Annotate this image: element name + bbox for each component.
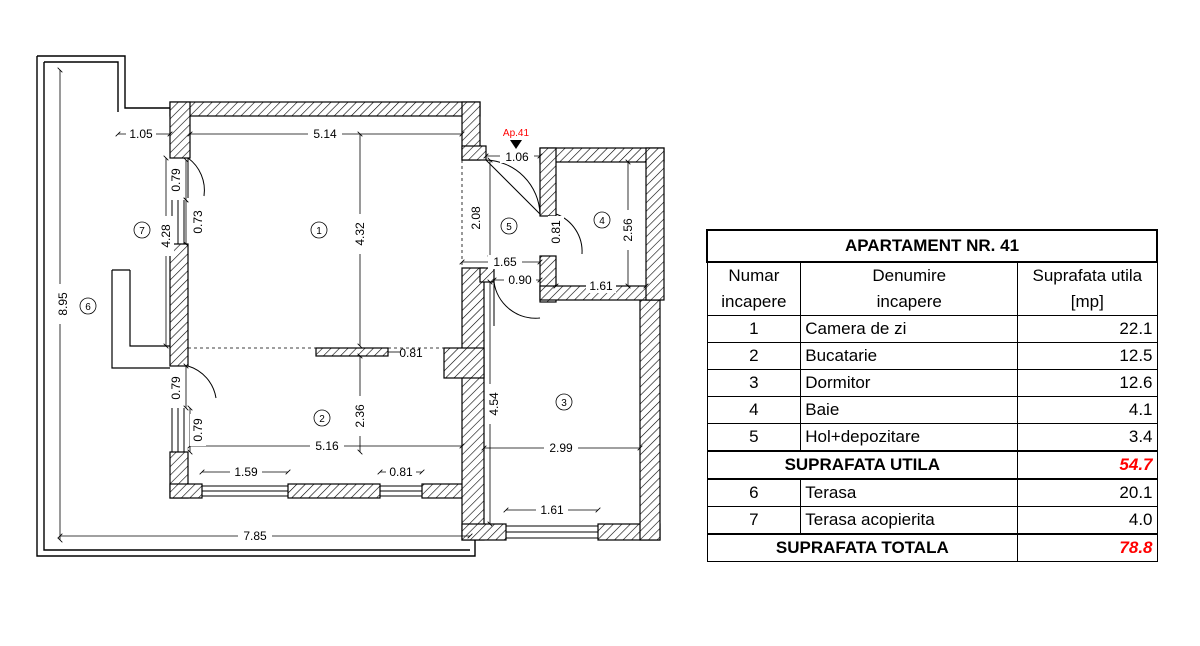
covered-terrace-parapet (111, 269, 170, 369)
dim-entry-width: 1.06 (505, 150, 529, 164)
room-number-cell: 3 (706, 369, 802, 397)
room-number-cell: 5 (706, 423, 802, 452)
dim-bedroom-width: 2.99 (549, 441, 573, 455)
header-room-name-line1: Denumire (872, 266, 947, 285)
room-number-7: 7 (139, 226, 145, 237)
dimension-labels: 8.95 7.85 1.05 4.28 5.14 4.32 Ap.41 1.06… (52, 127, 636, 543)
dim-covered-terrace-height: 4.28 (159, 224, 173, 248)
room-area-cell: 20.1 (1017, 478, 1158, 507)
subtotal-row: SUPRAFATA UTILA 54.7 (706, 450, 1158, 480)
room-marker-2 (313, 409, 331, 427)
room-marker-4 (593, 211, 611, 229)
room-name-cell: Terasa (800, 478, 1019, 507)
windows (171, 200, 598, 539)
table-row: 6 Terasa 20.1 (706, 478, 1158, 507)
floor-plan: 8.95 7.85 1.05 4.28 5.14 4.32 Ap.41 1.06… (36, 55, 665, 557)
room-markers (79, 211, 611, 427)
dim-window-bottom-upper: 0.79 (169, 376, 183, 400)
room-number-3: 3 (561, 398, 567, 409)
dim-kitchen-height: 2.36 (353, 404, 367, 428)
room-marker-5 (500, 217, 518, 235)
subtotal-label: SUPRAFATA UTILA (706, 450, 1019, 480)
dim-bedroom-window: 1.61 (540, 503, 564, 517)
dim-kitchen-counter: 0.81 (399, 346, 423, 360)
dim-kitchen-window-right: 0.81 (389, 465, 413, 479)
dim-window-top-lower: 0.73 (191, 210, 205, 234)
dim-covered-terrace-width: 1.05 (129, 127, 153, 141)
room-area-cell: 4.1 (1017, 396, 1158, 424)
table-row: 5 Hol+depozitare 3.4 (706, 423, 1158, 452)
room-name-cell: Hol+depozitare (800, 423, 1019, 452)
header-area: Suprafata utila [mp] (1017, 261, 1158, 316)
room-name-cell: Dormitor (800, 369, 1019, 397)
table-row: 3 Dormitor 12.6 (706, 369, 1158, 397)
header-room-name: Denumire incapere (800, 261, 1019, 316)
dim-terrace-width: 7.85 (243, 529, 267, 543)
header-area-line1: Suprafata utila (1032, 266, 1143, 285)
room-number-cell: 7 (706, 506, 802, 535)
dim-kitchen-window-left: 1.59 (234, 465, 258, 479)
room-area-cell: 3.4 (1017, 423, 1158, 452)
header-room-number: Numar incapere (706, 261, 802, 316)
dim-bath-height: 2.56 (621, 218, 635, 242)
dim-hall-height: 2.08 (469, 206, 483, 230)
room-number-cell: 2 (706, 342, 802, 370)
dim-bedroom-height: 4.54 (487, 392, 501, 416)
total-label: SUPRAFATA TOTALA (706, 533, 1019, 562)
dim-living-height: 4.32 (353, 222, 367, 246)
table-row: 1 Camera de zi 22.1 (706, 315, 1158, 343)
header-room-number-line2: incapere (721, 292, 787, 311)
dim-window-top-upper: 0.79 (169, 168, 183, 192)
room-name-cell: Terasa acopierita (800, 506, 1019, 535)
room-number-cell: 6 (706, 478, 802, 507)
room-marker-7 (133, 221, 151, 239)
header-room-number-line1: Numar (728, 266, 780, 285)
room-number-cell: 1 (706, 315, 802, 343)
dim-window-bottom-lower: 0.79 (191, 418, 205, 442)
dim-bedroom-door: 0.90 (508, 273, 532, 287)
room-number-6: 6 (85, 302, 91, 313)
room-number-cell: 4 (706, 396, 802, 424)
table-title: APARTAMENT NR. 41 (706, 229, 1158, 263)
header-room-name-line2: incapere (876, 292, 942, 311)
room-number-1: 1 (316, 226, 322, 237)
room-number-5: 5 (506, 222, 512, 233)
entry-arrow-icon (510, 140, 522, 149)
room-marker-3 (555, 393, 573, 411)
dim-kitchen-width: 5.16 (315, 439, 339, 453)
room-marker-6 (79, 297, 97, 315)
room-number-4: 4 (599, 216, 605, 227)
room-name-cell: Bucatarie (800, 342, 1019, 370)
terrace-outline (36, 55, 476, 557)
room-area-cell: 22.1 (1017, 315, 1158, 343)
room-area-cell: 12.6 (1017, 369, 1158, 397)
room-area-cell: 12.5 (1017, 342, 1158, 370)
room-area-cell: 4.0 (1017, 506, 1158, 535)
table-row: 2 Bucatarie 12.5 (706, 342, 1158, 370)
subtotal-value: 54.7 (1017, 450, 1158, 480)
dim-bath-width: 1.61 (589, 279, 613, 293)
room-separators (188, 160, 463, 349)
room-name-cell: Camera de zi (800, 315, 1019, 343)
room-marker-1 (310, 221, 328, 239)
room-number-2: 2 (319, 414, 325, 425)
table-row: 4 Baie 4.1 (706, 396, 1158, 424)
apartment-marker: Ap.41 (503, 128, 530, 139)
room-numbers: 1 2 3 4 5 6 7 (85, 216, 605, 425)
room-name-cell: Baie (800, 396, 1019, 424)
dim-terrace-height: 8.95 (56, 292, 70, 316)
dim-bath-door: 0.81 (549, 220, 563, 244)
header-area-line2: [mp] (1070, 292, 1104, 311)
table-row: 7 Terasa acopierita 4.0 (706, 506, 1158, 535)
dim-hall-width: 1.65 (493, 255, 517, 269)
dim-living-width: 5.14 (313, 127, 337, 141)
total-value: 78.8 (1017, 533, 1158, 562)
total-row: SUPRAFATA TOTALA 78.8 (706, 533, 1158, 562)
area-table: APARTAMENT NR. 41 Numar incapere Denumir… (706, 229, 1158, 562)
